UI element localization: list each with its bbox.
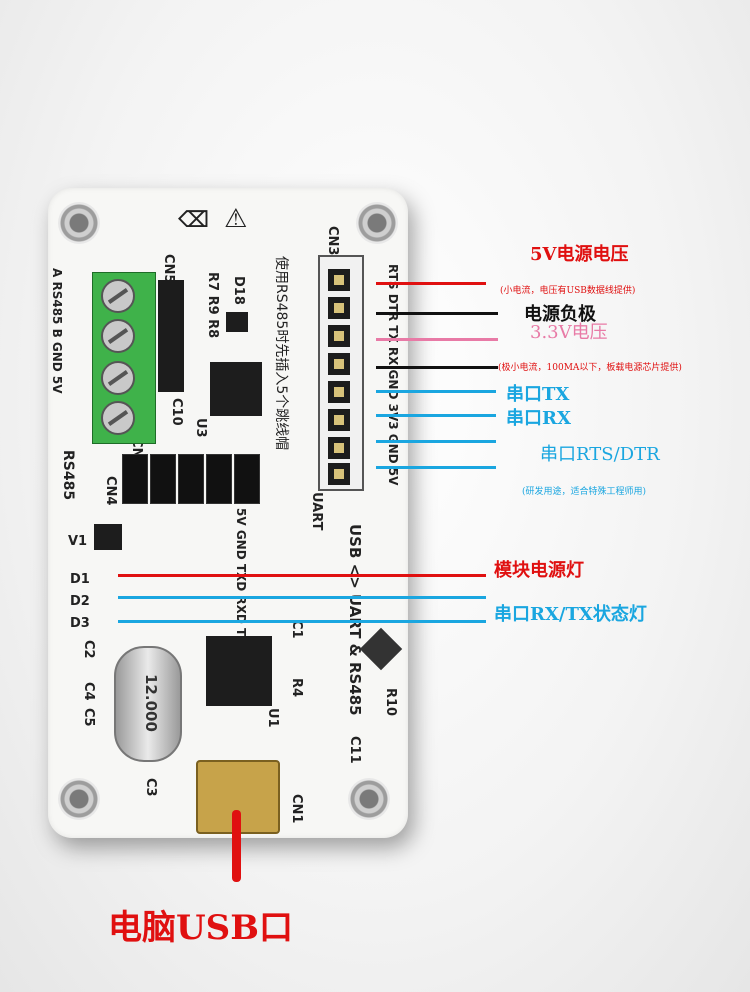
- label-rts-dtr: 串口RTS/DTR: [540, 444, 660, 465]
- silk-recycle-symbol: ⌫: [178, 208, 210, 233]
- line-power-led: [118, 574, 486, 577]
- mount-hole-top-right: [356, 202, 398, 244]
- silk-u1: U1: [265, 708, 280, 728]
- silk-header-pins: RTS DTR TX RX GND 3V3 GND 5V: [386, 264, 400, 486]
- silk-c5: C5: [81, 708, 96, 727]
- label-3v3-note: (极小电流，100MA以下，板载电源芯片提供): [498, 363, 682, 373]
- jumper-4[interactable]: [206, 454, 232, 504]
- line-5v: [376, 282, 486, 285]
- mount-hole-bottom-left: [58, 778, 100, 820]
- label-tx: 串口TX: [506, 384, 570, 405]
- label-5v-note: (小电流，电压有USB数据线提供): [500, 286, 636, 296]
- cn5-pin-column: [158, 280, 184, 392]
- silk-d2: D2: [70, 594, 90, 609]
- label-rxtx-led: 串口RX/TX状态灯: [494, 604, 647, 625]
- logo-cube: [359, 627, 403, 671]
- label-3v3: 3.3V电压: [530, 322, 608, 343]
- terminal-screw-4[interactable]: [101, 401, 135, 435]
- silk-cn1: CN1: [289, 794, 304, 824]
- silk-d1: D1: [70, 572, 90, 587]
- line-gnd: [376, 312, 498, 315]
- silk-r4: R4: [289, 678, 304, 698]
- line-led-d2: [118, 596, 486, 599]
- silk-c2: C2: [81, 640, 96, 659]
- silk-jumper-notice: 使用RS485时先插入5个跳线帽: [273, 256, 289, 451]
- silk-rs485-label: RS485: [60, 450, 76, 501]
- silk-resistors: R7 R9 R8: [205, 272, 220, 339]
- header-pin-3[interactable]: [328, 325, 350, 347]
- label-power-led: 模块电源灯: [494, 560, 584, 581]
- label-rts-note: (研发用途，适合特殊工程师用): [522, 487, 647, 497]
- silk-c11: C11: [347, 736, 362, 764]
- header-pin-2[interactable]: [328, 297, 350, 319]
- line-dtr: [376, 466, 496, 469]
- crystal-label: 12.000: [142, 674, 160, 732]
- silk-c10: C10: [169, 398, 184, 426]
- silk-c3: C3: [143, 778, 158, 797]
- header-pin-6[interactable]: [328, 409, 350, 431]
- silk-u3: U3: [193, 418, 208, 438]
- jumper-2[interactable]: [150, 454, 176, 504]
- usb-pointer-line: [232, 810, 241, 882]
- label-5v: 5V电源电压: [530, 244, 629, 265]
- silk-d3: D3: [70, 616, 90, 631]
- rs485-terminal-block[interactable]: [92, 272, 156, 444]
- header-pin-7[interactable]: [328, 437, 350, 459]
- uart-pin-header[interactable]: [318, 255, 364, 491]
- label-rx: 串口RX: [506, 408, 571, 429]
- label-usb-port: 电脑USB口: [108, 908, 293, 948]
- line-3v3: [376, 338, 498, 341]
- line-tx: [376, 390, 496, 393]
- mount-hole-top-left: [58, 202, 100, 244]
- header-pin-5[interactable]: [328, 381, 350, 403]
- jumper-5[interactable]: [234, 454, 260, 504]
- jumper-1[interactable]: [122, 454, 148, 504]
- header-pin-1[interactable]: [328, 269, 350, 291]
- transistor: [226, 312, 248, 332]
- silk-cn4: CN4: [103, 476, 118, 506]
- line-rx: [376, 414, 496, 417]
- silk-esd-symbol: ⚠: [224, 204, 248, 234]
- jumper-3[interactable]: [178, 454, 204, 504]
- silk-d18: D18: [231, 276, 246, 305]
- mount-hole-bottom-right: [348, 778, 390, 820]
- header-pin-4[interactable]: [328, 353, 350, 375]
- silk-rs485-pins: A RS485 B GND 5V: [50, 268, 64, 394]
- usb-uart-chip: [206, 636, 272, 706]
- silk-r10: R10: [383, 688, 398, 717]
- silk-c4: C4: [81, 682, 96, 701]
- line-rts: [376, 440, 496, 443]
- label-gnd: 电源负极: [524, 304, 596, 325]
- terminal-screw-3[interactable]: [101, 361, 135, 395]
- terminal-screw-1[interactable]: [101, 279, 135, 313]
- line-gnd-2: [376, 366, 498, 369]
- silk-v1: V1: [68, 534, 88, 549]
- terminal-screw-2[interactable]: [101, 319, 135, 353]
- crystal-oscillator: 12.000: [114, 646, 182, 762]
- silk-uart: UART: [309, 492, 324, 531]
- regulator-chip: [94, 524, 122, 550]
- header-pin-8[interactable]: [328, 463, 350, 485]
- rs485-chip: [210, 362, 262, 416]
- line-led-d3: [118, 620, 486, 623]
